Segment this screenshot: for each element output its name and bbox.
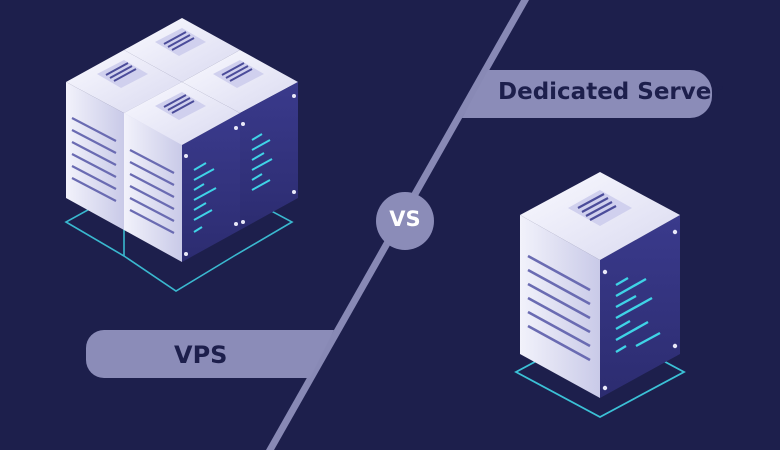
dedicated-server-label: Dedicated Server	[498, 79, 723, 105]
vps-server-cluster	[64, 18, 298, 292]
dedicated-server-pill	[462, 70, 712, 118]
vs-circle	[376, 192, 434, 250]
vps-label: VPS	[174, 341, 228, 369]
server-rack-icon	[182, 50, 298, 230]
vs-label: VS	[389, 207, 421, 231]
server-rack-icon	[514, 172, 686, 419]
vps-pill	[86, 330, 334, 378]
server-rack-icon	[124, 82, 240, 262]
